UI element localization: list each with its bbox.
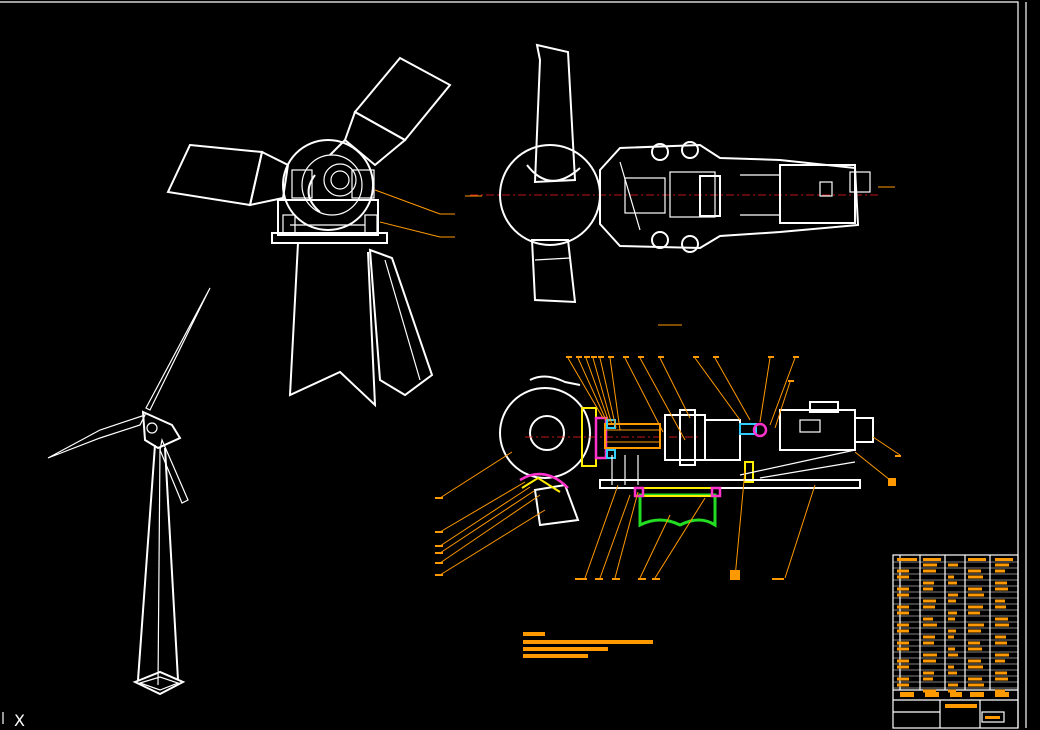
parts-list-cell-mark [948,599,956,603]
top-view-nacelle [465,43,895,304]
parts-list-cell-mark [923,617,933,621]
ucs-icon-label: X [14,711,25,730]
parts-list-cell-mark [923,653,937,657]
parts-list-cell-mark [897,605,909,609]
parts-list-cell-mark [968,593,984,597]
parts-list-cell-mark [923,689,936,693]
parts-list-cell-mark [897,659,909,663]
parts-list-cell-mark [968,665,983,669]
parts-list-cell-mark [995,689,1005,693]
parts-list-cell-mark [948,635,954,639]
parts-list-cell-mark [995,599,1005,603]
parts-list-cell-mark [923,659,936,663]
parts-list-cell-mark [995,605,1006,609]
parts-list-cell-mark [968,611,980,615]
parts-list-cell-mark [995,671,1007,675]
parts-list-cell-mark [995,635,1006,639]
parts-list-cell-mark [968,647,982,651]
parts-list-cell-mark [995,653,1009,657]
parts-list-cell-mark [897,587,909,591]
parts-list-cell-mark [897,575,909,579]
parts-list-cell-mark [968,641,980,645]
parts-list-cell-mark [923,641,934,645]
parts-list-cell-mark [923,677,933,681]
parts-list-cell-mark [923,563,937,567]
parts-list-cell-mark [948,653,958,657]
parts-list-cell-mark [995,641,1007,645]
parts-list-cell-mark [897,647,909,651]
parts-list-cell-mark [968,605,983,609]
parts-list-cell-mark [968,575,983,579]
parts-list-cell-mark [948,593,958,597]
parts-list-cell-mark [948,611,957,615]
parts-list-cell-mark [968,659,981,663]
parts-list-cell-mark [995,623,1009,627]
parts-list-cell-mark [968,587,982,591]
parts-list-cell-mark [897,611,909,615]
parts-list-cell-mark [995,581,1007,585]
parts-list-cell-mark [968,677,982,681]
ucs-icon: X [2,711,25,730]
front-view-rotor [166,56,455,408]
parts-list-cell-mark [897,641,909,645]
parts-list-cell-mark [923,671,934,675]
parts-list-cell-mark [995,677,1008,681]
parts-list-cell-mark [948,665,954,669]
title-block [892,554,1019,729]
parts-list-cell-mark [897,623,909,627]
isometric-turbine [47,287,211,696]
technical-notes [523,632,653,658]
parts-list-cell-mark [897,629,909,633]
parts-list-cell-mark [968,623,984,627]
parts-list-cell-mark [948,575,954,579]
parts-list-cell-mark [897,593,909,597]
parts-list-cell-mark [897,683,909,687]
parts-list-cell-mark [948,581,957,585]
parts-list-cell-mark [948,683,958,687]
parts-list-cell-mark [923,623,937,627]
parts-list-cell-mark [995,569,1005,573]
parts-list-cell-mark [948,629,956,633]
parts-list-cell-mark [968,569,981,573]
parts-list-cell-mark [948,563,958,567]
leader-tags [435,356,901,580]
parts-list-cell-mark [948,671,957,675]
parts-list-cell-mark [968,683,984,687]
parts-list-cell-mark [923,635,935,639]
parts-list-cell-mark [923,599,936,603]
parts-list-cell-mark [948,689,956,693]
parts-list-cell-mark [995,617,1008,621]
parts-list-cell-mark [897,569,909,573]
parts-list-cell-mark [948,647,955,651]
parts-list-cell-mark [995,563,1009,567]
parts-list-cell-mark [968,629,981,633]
parts-list-cell-mark [897,677,909,681]
section-view-drivetrain [439,324,901,579]
parts-list-cell-mark [923,569,936,573]
parts-list-cell-mark [995,587,1008,591]
parts-list-cell-mark [923,581,934,585]
parts-list-cell-mark [995,659,1005,663]
parts-list-cell-mark [948,617,955,621]
parts-list-cell-mark [923,587,933,591]
parts-list-cell-mark [897,665,909,669]
parts-list-cell-mark [923,605,935,609]
